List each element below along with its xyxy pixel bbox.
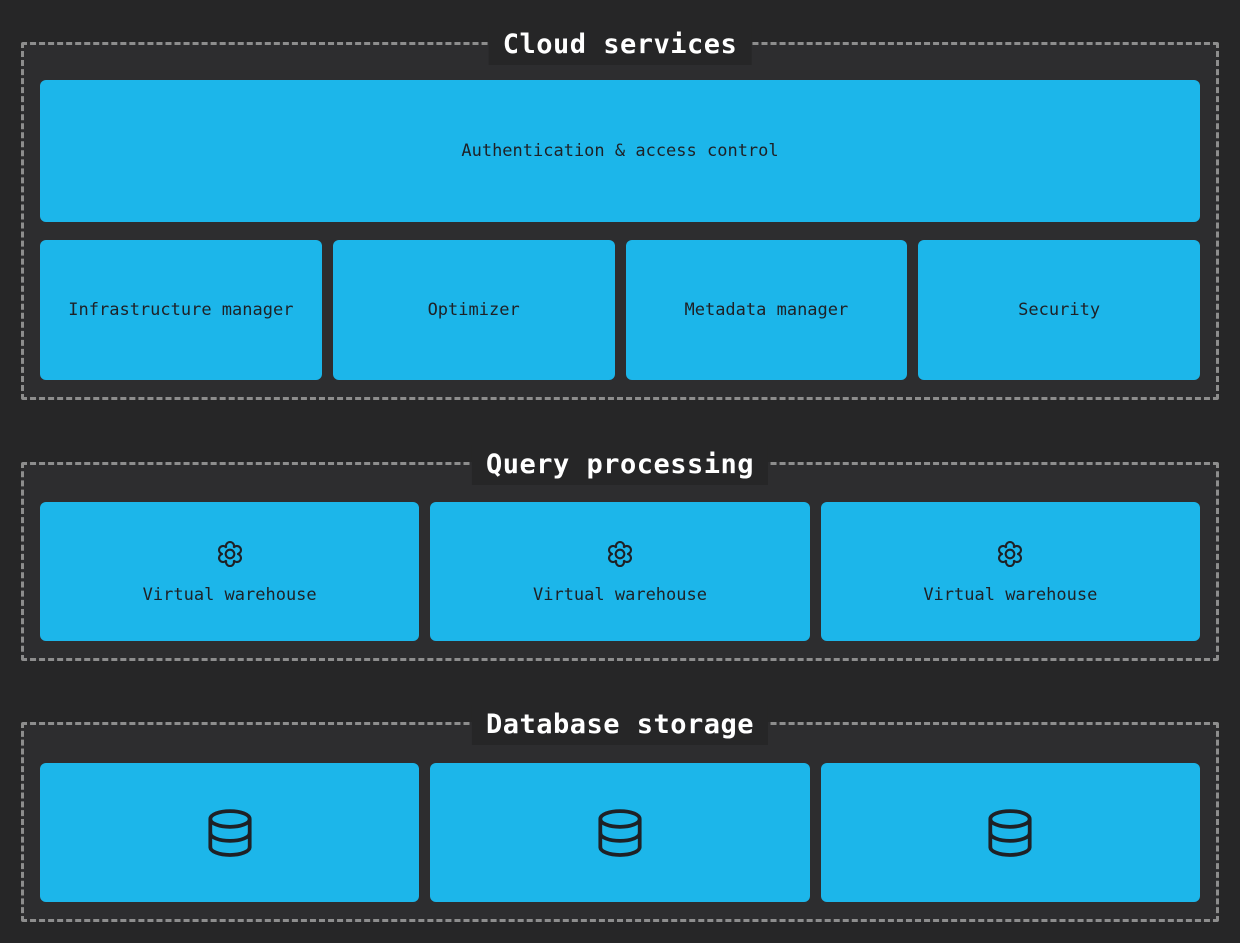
- database-box: [820, 763, 1200, 902]
- gear-icon: [214, 538, 246, 570]
- auth-access-control-box: Authentication & access control: [40, 80, 1200, 222]
- warehouse-row: Virtual warehouse Virtual warehouse Virt…: [40, 502, 1200, 641]
- metadata-manager-label: Metadata manager: [684, 299, 849, 320]
- database-icon: [980, 803, 1040, 863]
- infrastructure-manager-box: Infrastructure manager: [40, 240, 322, 380]
- section-title-database-storage: Database storage: [471, 705, 769, 745]
- database-icon: [200, 803, 260, 863]
- security-box: Security: [918, 240, 1200, 380]
- virtual-warehouse-box: Virtual warehouse: [40, 502, 420, 641]
- virtual-warehouse-label: Virtual warehouse: [142, 584, 317, 605]
- database-box: [40, 763, 420, 902]
- virtual-warehouse-box: Virtual warehouse: [820, 502, 1200, 641]
- virtual-warehouse-label: Virtual warehouse: [923, 584, 1098, 605]
- database-row: [40, 763, 1200, 902]
- section-database-storage: Database storage: [21, 705, 1219, 922]
- gear-icon: [994, 538, 1026, 570]
- section-title-cloud-services: Cloud services: [488, 25, 752, 65]
- optimizer-label: Optimizer: [427, 299, 520, 320]
- database-icon: [590, 803, 650, 863]
- optimizer-box: Optimizer: [332, 240, 615, 380]
- virtual-warehouse-label: Virtual warehouse: [532, 584, 707, 605]
- metadata-manager-box: Metadata manager: [625, 240, 908, 380]
- security-label: Security: [1018, 299, 1101, 320]
- virtual-warehouse-box: Virtual warehouse: [430, 502, 810, 641]
- cloud-services-component-row: Infrastructure manager Optimizer Metadat…: [40, 240, 1200, 380]
- infrastructure-manager-label: Infrastructure manager: [68, 299, 294, 320]
- section-query-processing: Query processing Virtual warehouse Virtu…: [21, 445, 1219, 661]
- section-cloud-services: Cloud services Authentication & access c…: [21, 25, 1219, 400]
- section-title-query-processing: Query processing: [471, 445, 769, 485]
- auth-access-control-label: Authentication & access control: [461, 140, 779, 161]
- gear-icon: [604, 538, 636, 570]
- database-box: [430, 763, 810, 902]
